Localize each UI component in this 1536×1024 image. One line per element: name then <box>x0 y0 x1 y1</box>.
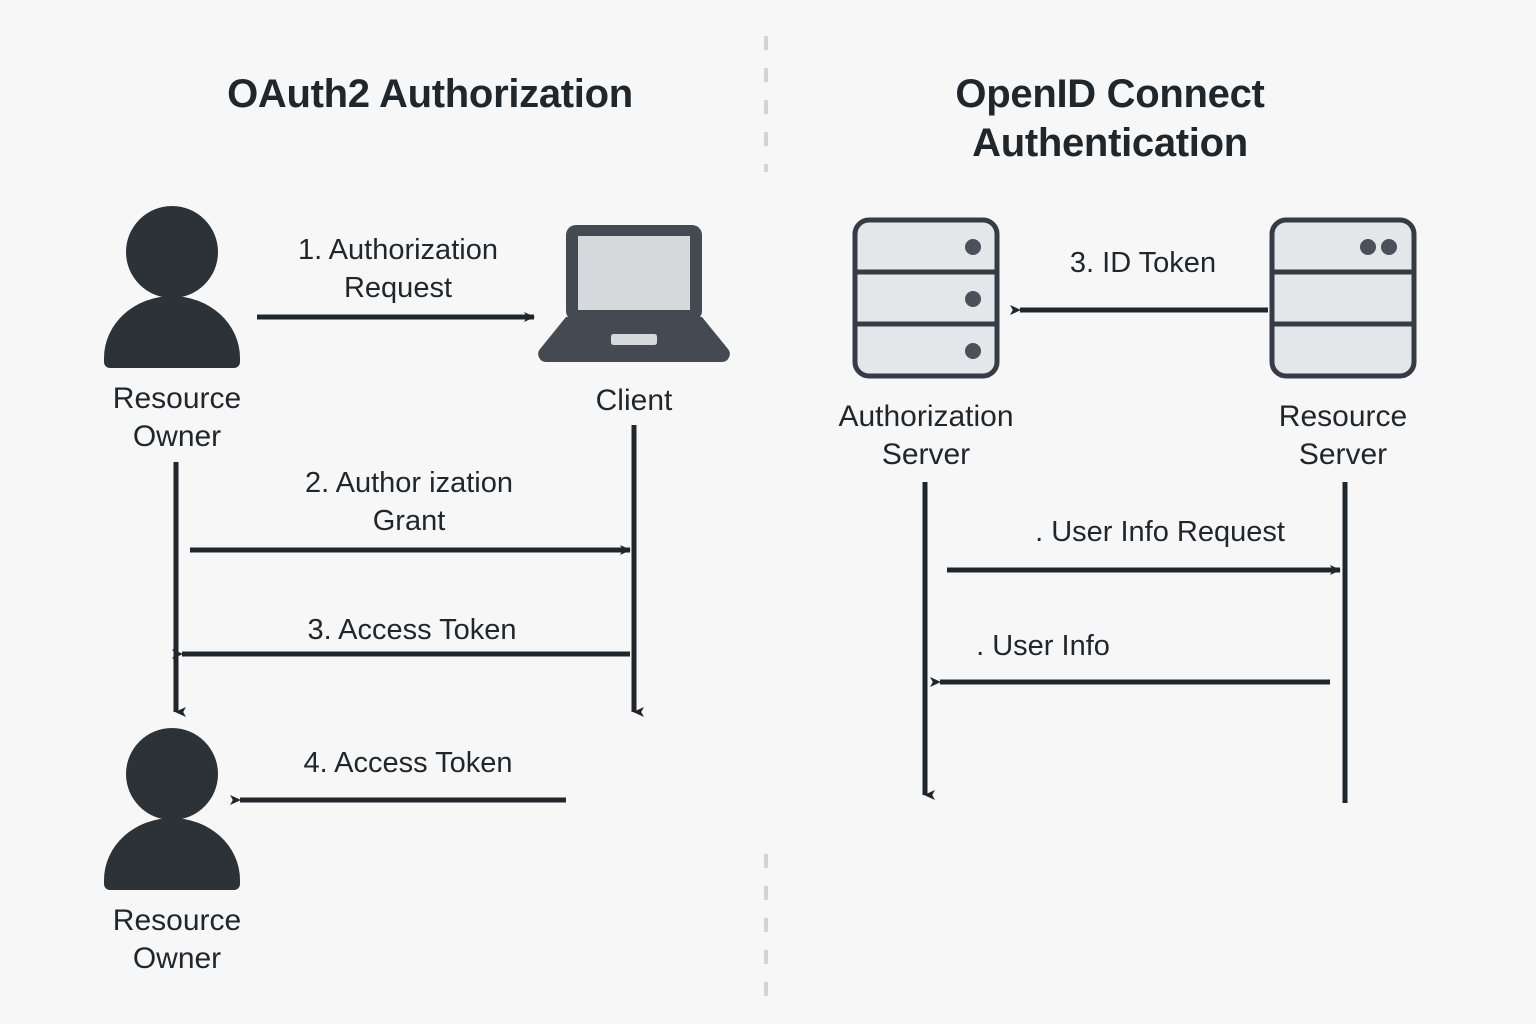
edge-label-msg-user-info: . User Info <box>976 630 1110 662</box>
edge-label-msg-1: 1. Authorization Request <box>298 234 498 304</box>
edge-label-msg-id-token: 3. ID Token <box>1069 247 1217 279</box>
edge-label-msg-4: 4. Access Token <box>303 747 513 779</box>
left-panel-title: OAuth2 Authorization <box>227 72 633 116</box>
node-label-resource-owner-bottom: Resource Owner <box>112 904 242 976</box>
server-icon <box>852 217 1000 379</box>
node-label-authorization-server: Authorization Server <box>838 400 1014 472</box>
node-label-client: Client <box>595 384 673 417</box>
node-label-resource-owner-top: Resource Owner <box>112 382 242 454</box>
right-panel-title: OpenID Connect Authentication <box>955 72 1265 165</box>
edge-label-msg-user-info-request: . User Info Request <box>1035 516 1285 548</box>
node-label-resource-server: Resource Server <box>1278 400 1408 472</box>
edge-label-msg-3: 3. Access Token <box>307 614 517 646</box>
server-icon <box>1269 217 1417 379</box>
laptop-icon <box>538 225 730 362</box>
person-icon <box>104 206 240 368</box>
edge-label-msg-2: 2. Author ization Grant <box>305 467 513 537</box>
person-icon <box>104 728 240 890</box>
